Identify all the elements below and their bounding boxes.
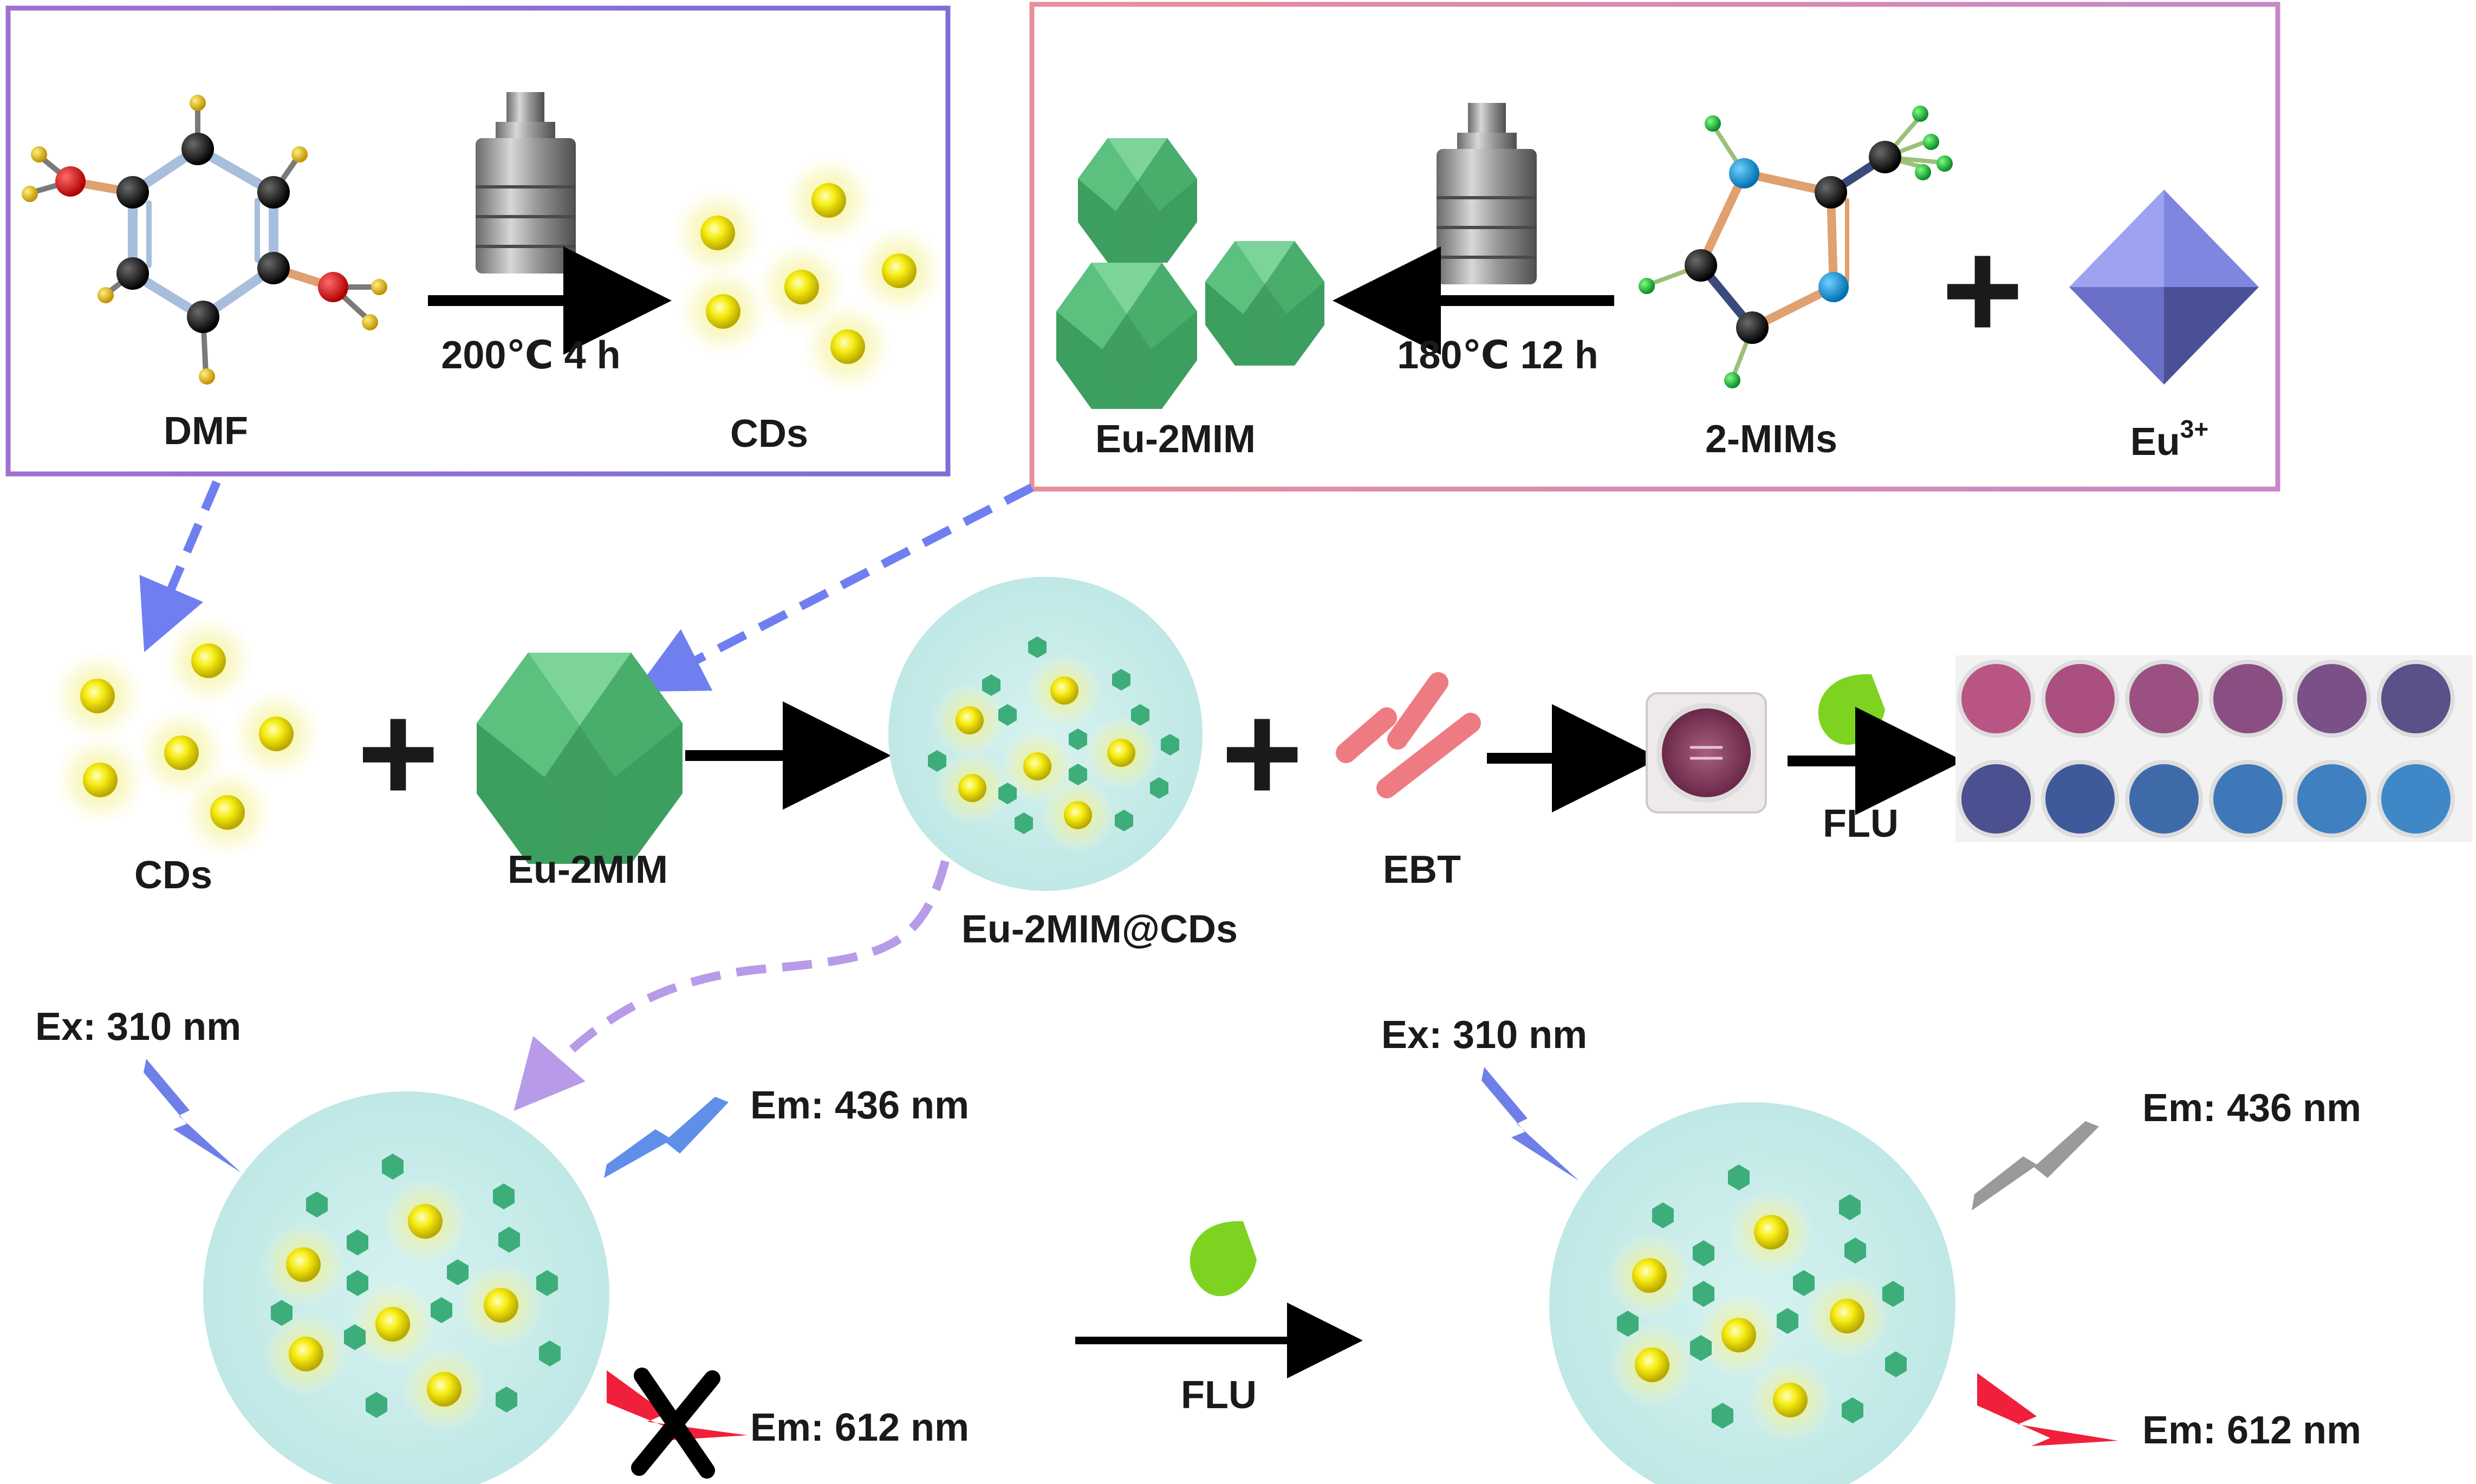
- carbon-dot: [853, 225, 945, 317]
- carbon-dot: [802, 301, 894, 393]
- plus-sign-middle-1: +: [357, 675, 439, 832]
- cds-label-middle: CDs: [134, 854, 212, 897]
- eu-ion-octahedron-icon: [2069, 190, 2259, 385]
- flu-label-bottom: FLU: [1181, 1374, 1257, 1417]
- dashed-arrow-cds: [139, 480, 221, 653]
- plus-sign-middle-2: +: [1221, 675, 1303, 832]
- carbon-dot: [672, 187, 764, 279]
- rhombic-dodecahedron-icon: [1056, 263, 1197, 409]
- rhombic-dodecahedron-icon: [1078, 138, 1197, 263]
- emission-bolt-icon-blue-left: [604, 1097, 729, 1178]
- left-panel-frame: [5, 5, 951, 477]
- composite-sphere-middle: [888, 577, 1203, 891]
- condition-label-left: 200℃ 4 h: [441, 334, 620, 377]
- well-row-top: [1957, 660, 2455, 738]
- flu-drop-icon-middle: [1818, 674, 1885, 745]
- well-plate-strip: [1955, 655, 2473, 842]
- carbon-dot: [54, 734, 146, 826]
- em-436-label-right: Em: 436 nm: [2142, 1086, 2361, 1130]
- flu-label-middle: FLU: [1823, 802, 1899, 845]
- well-image-single: [1646, 692, 1767, 813]
- carbon-dot: [163, 615, 255, 707]
- right-panel-frame: [1029, 2, 2280, 492]
- eu-2mim-crystals: [1056, 138, 1324, 409]
- em-612-label-left: Em: 612 nm: [750, 1406, 969, 1449]
- dmf-label: DMF: [164, 409, 248, 453]
- ebt-dye-icon: [1336, 672, 1481, 798]
- composite-sphere-left: [203, 1091, 609, 1484]
- sphere-contents: [928, 636, 1179, 853]
- eu3-label: Eu3+: [2130, 415, 2208, 464]
- cds-cluster-middle: [51, 615, 322, 858]
- 2-mim-molecule-icon: [1639, 106, 1953, 388]
- eu-2mim-label-middle: Eu-2MIM: [508, 848, 668, 891]
- ex-label-right: Ex: 310 nm: [1381, 1013, 1587, 1057]
- rhombic-dodecahedron-icon: [1205, 241, 1324, 366]
- autoclave-icon-left: [476, 92, 576, 274]
- em-436-label-left: Em: 436 nm: [750, 1084, 969, 1127]
- flu-drop-icon-bottom: [1190, 1221, 1257, 1297]
- ex-label-left: Ex: 310 nm: [35, 1005, 241, 1049]
- carbon-dot: [181, 766, 274, 858]
- 2-mims-label: 2-MIMs: [1705, 418, 1837, 461]
- dmf-molecule-icon: [22, 95, 387, 385]
- carbon-dot: [677, 265, 769, 357]
- emission-bolt-icon-red-right: [1977, 1373, 2118, 1446]
- em-612-label-right: Em: 612 nm: [2142, 1409, 2361, 1452]
- emission-bolt-icon-gray-right: [1972, 1121, 2099, 1210]
- carbon-dot: [51, 650, 144, 742]
- eu3-label-base: Eu: [2130, 420, 2180, 464]
- dashed-arrow-eu-2mim: [635, 483, 1034, 692]
- dashed-curve-arrow: [514, 860, 950, 1111]
- eu3-label-sup: 3+: [2180, 415, 2208, 443]
- condition-label-right: 180℃ 12 h: [1397, 334, 1598, 377]
- excitation-bolt-icon-right: [1481, 1067, 1579, 1181]
- well-row-bottom: [1957, 760, 2455, 838]
- composite-label: Eu-2MIM@CDs: [961, 908, 1238, 951]
- carbon-dot: [230, 688, 322, 780]
- carbon-dot: [783, 154, 875, 246]
- cds-label-top: CDs: [730, 412, 808, 455]
- autoclave-icon-right: [1437, 103, 1537, 284]
- composite-sphere-right: [1549, 1102, 1955, 1484]
- eu-2mim-crystal-middle: [477, 653, 683, 864]
- eu-2mim-label-top: Eu-2MIM: [1095, 418, 1256, 461]
- plus-sign-top: +: [1941, 212, 2024, 369]
- ebt-label: EBT: [1383, 848, 1461, 891]
- blocked-cross-icon: [631, 1368, 720, 1479]
- cds-cluster-top: [672, 154, 945, 393]
- excitation-bolt-icon-left: [144, 1059, 241, 1173]
